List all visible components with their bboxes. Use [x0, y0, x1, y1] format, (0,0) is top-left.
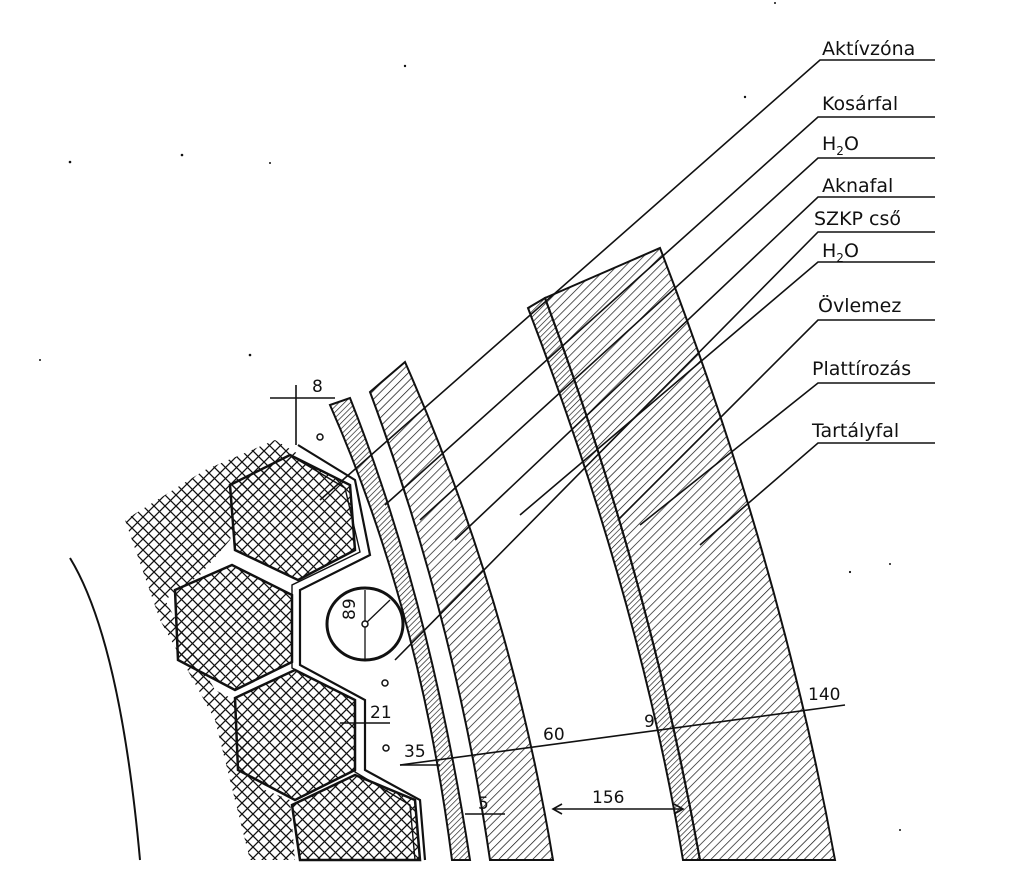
dim-60: 60	[543, 725, 565, 745]
dim-89: 89	[340, 598, 360, 620]
dimension-8: 8	[270, 377, 335, 445]
dim-9: 9	[644, 712, 655, 732]
vessel-wall-main	[543, 246, 837, 861]
leader-kosarfal	[384, 116, 935, 506]
leader-h2o-2	[519, 261, 935, 516]
label-h2o-1: H2O	[822, 133, 859, 158]
core-crosshatch-fill	[125, 440, 300, 860]
leader-aknafal	[454, 196, 935, 541]
dimension-156: 156	[551, 788, 685, 815]
dimension-5: 5	[465, 794, 505, 815]
outer-arc	[69, 557, 141, 861]
scan-specks	[39, 2, 901, 831]
leader-lines	[319, 59, 935, 661]
hex-assembly-4	[290, 773, 422, 862]
hole-2	[381, 679, 389, 687]
component-labels: Aktívzóna Kosárfal H2O Aknafal SZKP cső …	[811, 38, 915, 442]
label-szkp: SZKP cső	[814, 208, 901, 230]
leader-tartalyfal	[699, 442, 935, 546]
leader-plattirozas	[639, 382, 935, 526]
shaft-wall	[368, 360, 555, 861]
label-h2o-2: H2O	[822, 240, 859, 265]
leader-aktivzona	[319, 59, 935, 501]
leader-h2o-1	[419, 157, 935, 521]
label-ovlemez: Övlemez	[818, 294, 901, 317]
dim-35: 35	[404, 742, 426, 762]
dimension-21: 21	[340, 703, 392, 724]
scram-tube-circle: 89	[325, 586, 405, 662]
hole-3	[382, 744, 390, 752]
leader-ovlemez	[617, 319, 935, 521]
leader-szkp	[394, 231, 935, 661]
label-tartalyfal: Tartályfal	[811, 420, 899, 442]
basket-wall	[328, 396, 472, 861]
dim-156: 156	[592, 788, 624, 808]
label-plattirozas: Plattírozás	[812, 358, 911, 380]
label-aknafal: Aknafal	[822, 175, 893, 197]
dim-140: 140	[808, 685, 840, 705]
hole-1	[316, 433, 324, 441]
dimension-radial: 35 60 9 140	[399, 685, 846, 766]
label-kosarfal: Kosárfal	[822, 93, 898, 115]
dim-5: 5	[478, 794, 489, 814]
fuel-assemblies	[125, 433, 427, 862]
label-aktivzona: Aktívzóna	[822, 38, 915, 60]
dim-8: 8	[312, 377, 323, 397]
core-boundary-inner	[289, 454, 416, 861]
core-boundary	[297, 444, 427, 861]
dim-21: 21	[370, 703, 392, 723]
